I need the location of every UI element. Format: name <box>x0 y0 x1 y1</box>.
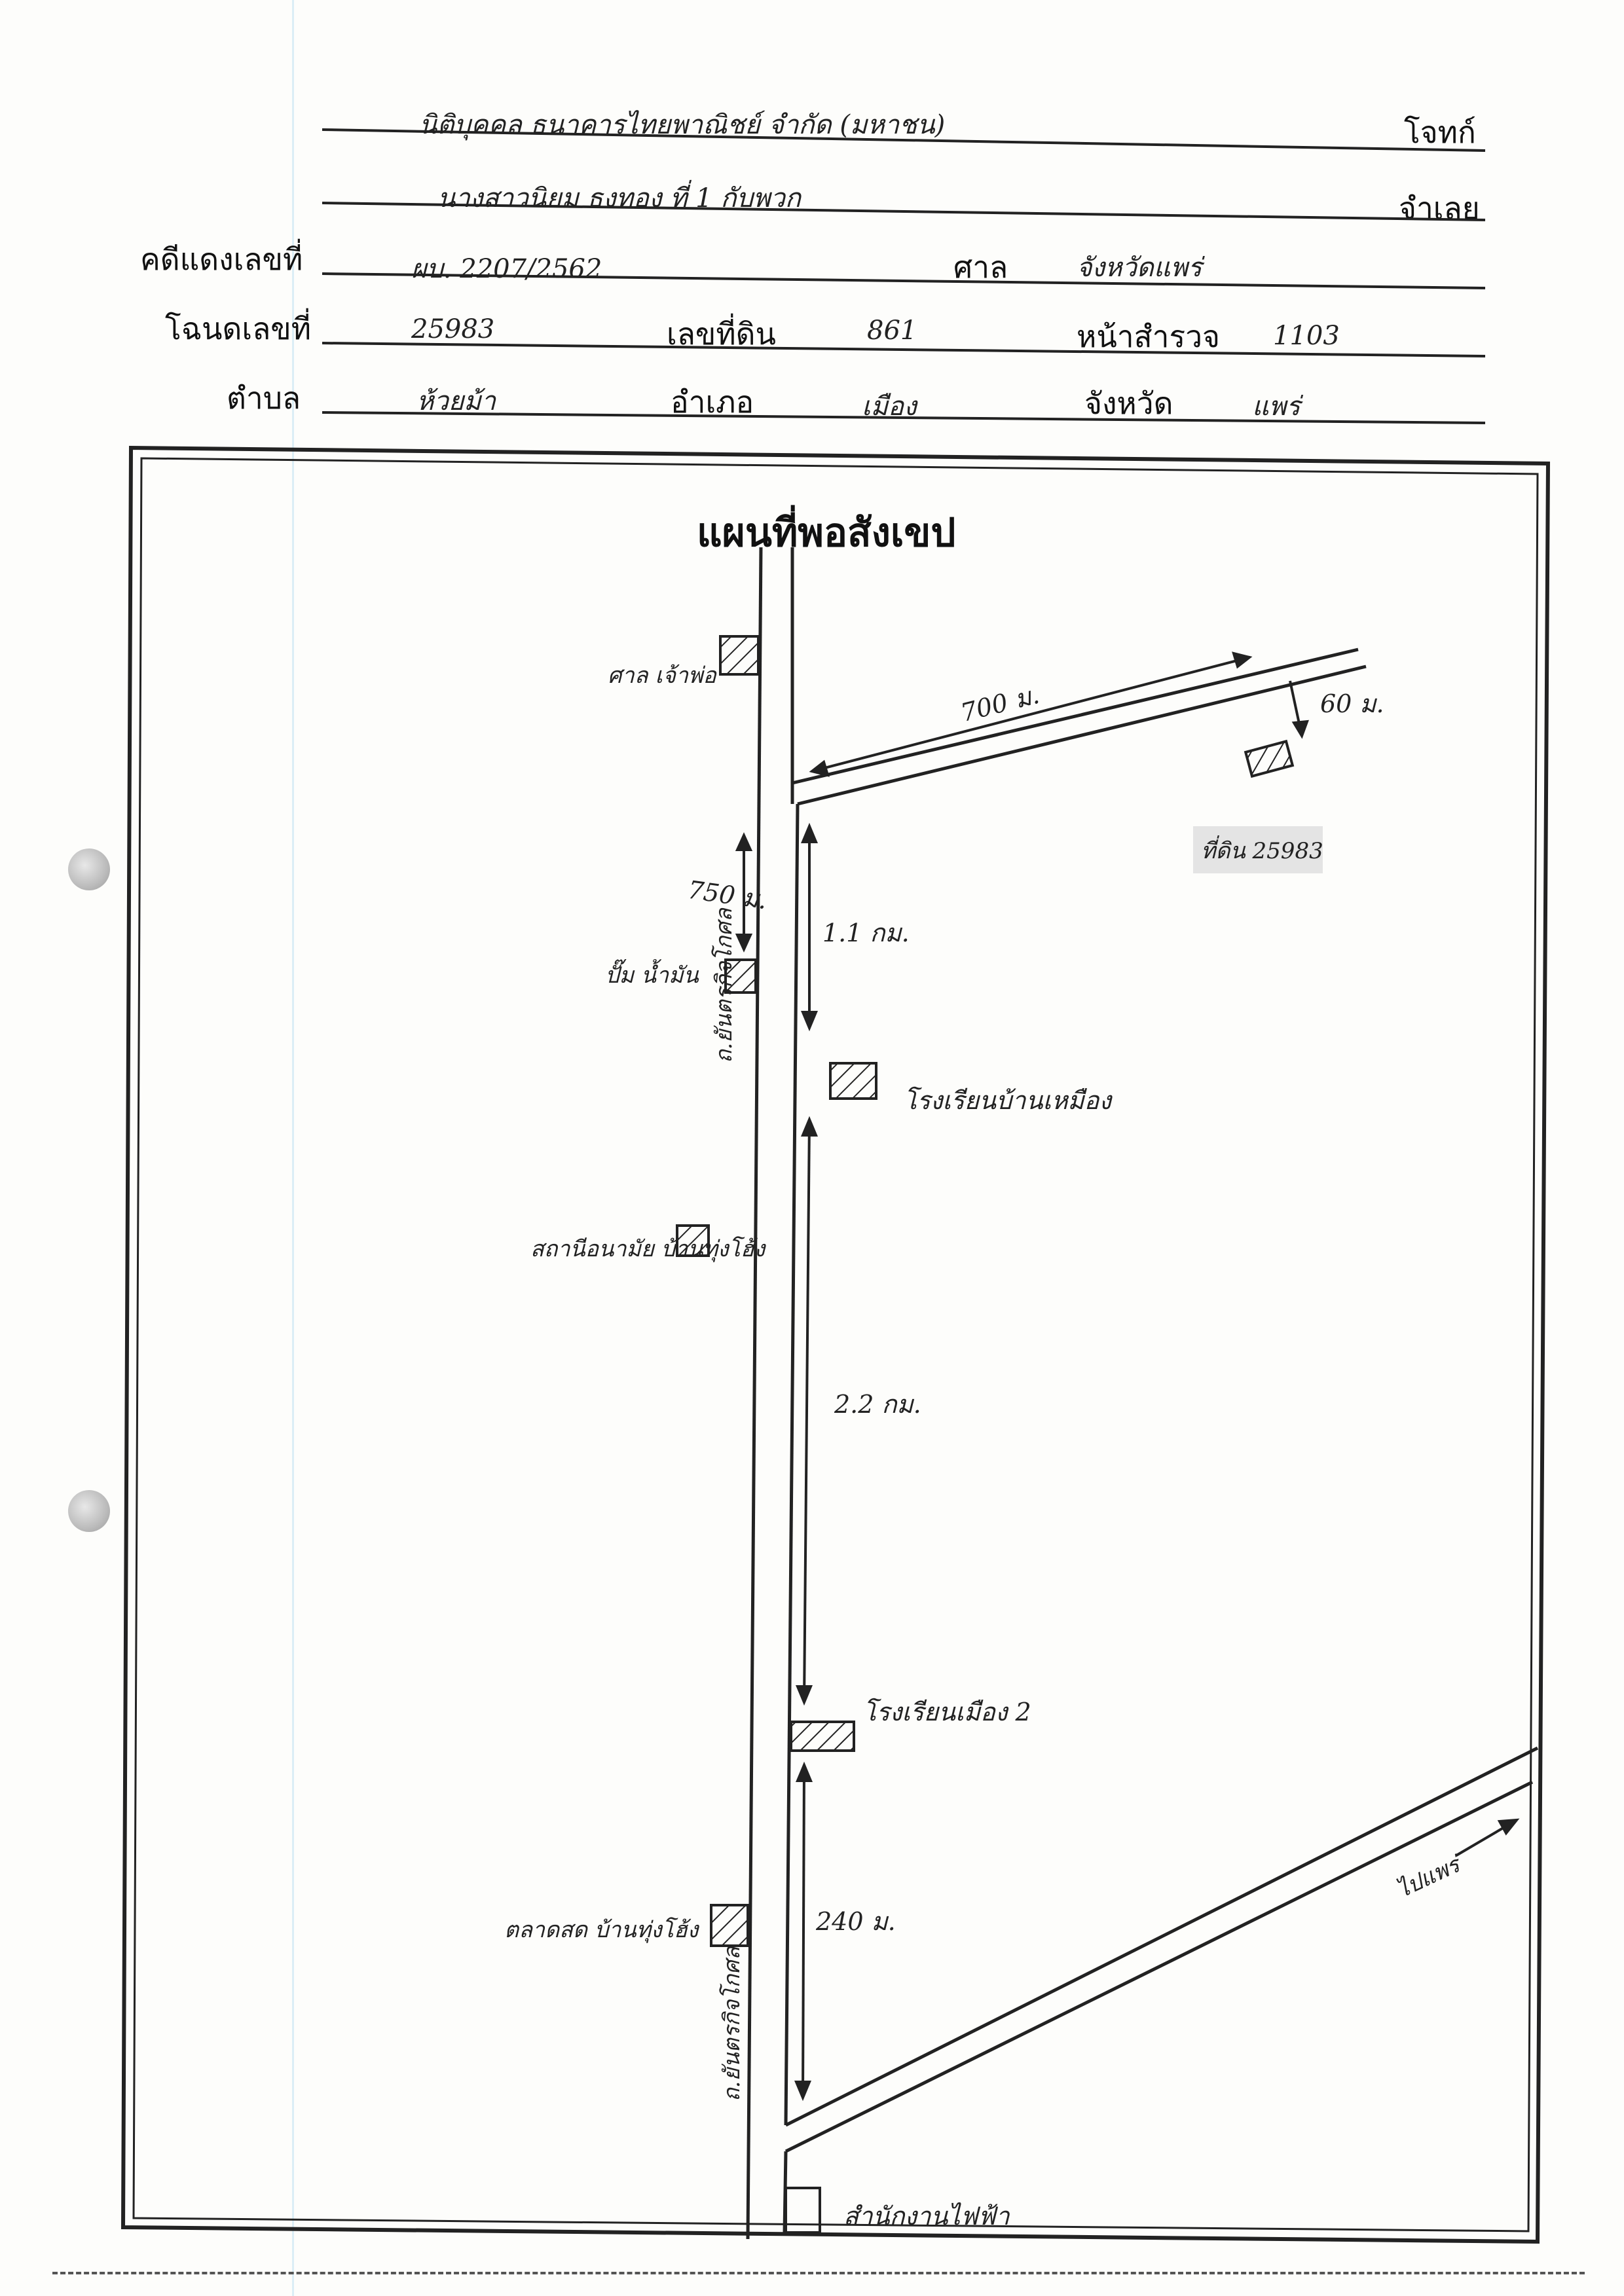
subdistrict-label: ตำบล <box>227 380 301 416</box>
label-bottom-building: สำนักงานไฟฟ้า <box>843 2202 1010 2231</box>
label-road-main-2: ถ.ยันตรกิจโกศล <box>719 1946 745 2102</box>
dist-second-segment: 1.1 กม. <box>822 919 910 947</box>
deed-no-label: โฉนดเลขที่ <box>165 311 312 346</box>
case-no-label: คดีแดงเลขที่ <box>140 242 303 277</box>
punch-hole-bottom <box>68 1490 110 1532</box>
subdistrict-value: ห้วยม้า <box>416 386 496 416</box>
building-shrine <box>719 635 760 676</box>
lower-road <box>784 1746 1539 2153</box>
building-pump <box>724 958 757 994</box>
label-school-1: โรงเรียนบ้านเหมือง <box>904 1086 1111 1115</box>
deed-no-value: 25983 <box>411 314 495 344</box>
land-no-value: 861 <box>867 316 917 346</box>
plot-label-highlight <box>1193 826 1323 873</box>
label-market: ตลาดสด บ้านทุ่งโฮ้ง <box>504 1917 699 1943</box>
punch-hole-top <box>68 848 110 890</box>
court-value: จังหวัดแพร่ <box>1077 253 1202 283</box>
building-health-center <box>676 1224 710 1257</box>
building-school-1 <box>829 1062 877 1100</box>
dist-fourth-segment: 240 ม. <box>816 1907 896 1936</box>
plot-label: ที่ดิน 25983 <box>1201 838 1323 864</box>
dist-third-segment: 2.2 กม. <box>834 1390 921 1419</box>
label-shrine: ศาล เจ้าพ่อ <box>608 663 716 689</box>
survey-page-label: หน้าสำรวจ <box>1077 319 1220 354</box>
dist-to-plot: 60 ม. <box>1320 689 1384 718</box>
header-underlines <box>322 128 1486 424</box>
dimension-arrows <box>735 651 1520 2102</box>
province-value: แพร่ <box>1252 392 1301 422</box>
map-frame <box>120 445 1551 2244</box>
main-road <box>746 547 800 2240</box>
case-no-value: ผบ. 2207/2562 <box>411 254 602 284</box>
building-school-2 <box>790 1721 855 1752</box>
bottom-divider <box>52 2272 1585 2274</box>
court-label: ศาล <box>953 249 1008 285</box>
building-bottom <box>784 2187 821 2234</box>
building-market <box>710 1904 749 1947</box>
survey-page-value: 1103 <box>1273 321 1340 351</box>
district-label: อำเภอ <box>671 384 754 420</box>
province-label: จังหวัด <box>1084 386 1173 421</box>
map-title: แผนที่พอสังเขป <box>697 510 956 556</box>
label-health-center: สถานีอนามัย บ้านทุ่งโฮ้ง <box>530 1236 766 1262</box>
label-road-main-1: ถ.ยันตรกิจโกศล <box>711 908 737 1063</box>
page-margin-line <box>292 0 294 2296</box>
upper-road <box>792 647 1367 806</box>
label-pump: ปั๊ม น้ำมัน <box>605 962 699 989</box>
land-no-label: เลขที่ดิน <box>667 316 776 352</box>
plaintiff-label: โจทก์ <box>1404 115 1476 150</box>
building-plot <box>1244 739 1295 778</box>
label-school-2: โรงเรียนเมือง 2 <box>863 1698 1031 1726</box>
